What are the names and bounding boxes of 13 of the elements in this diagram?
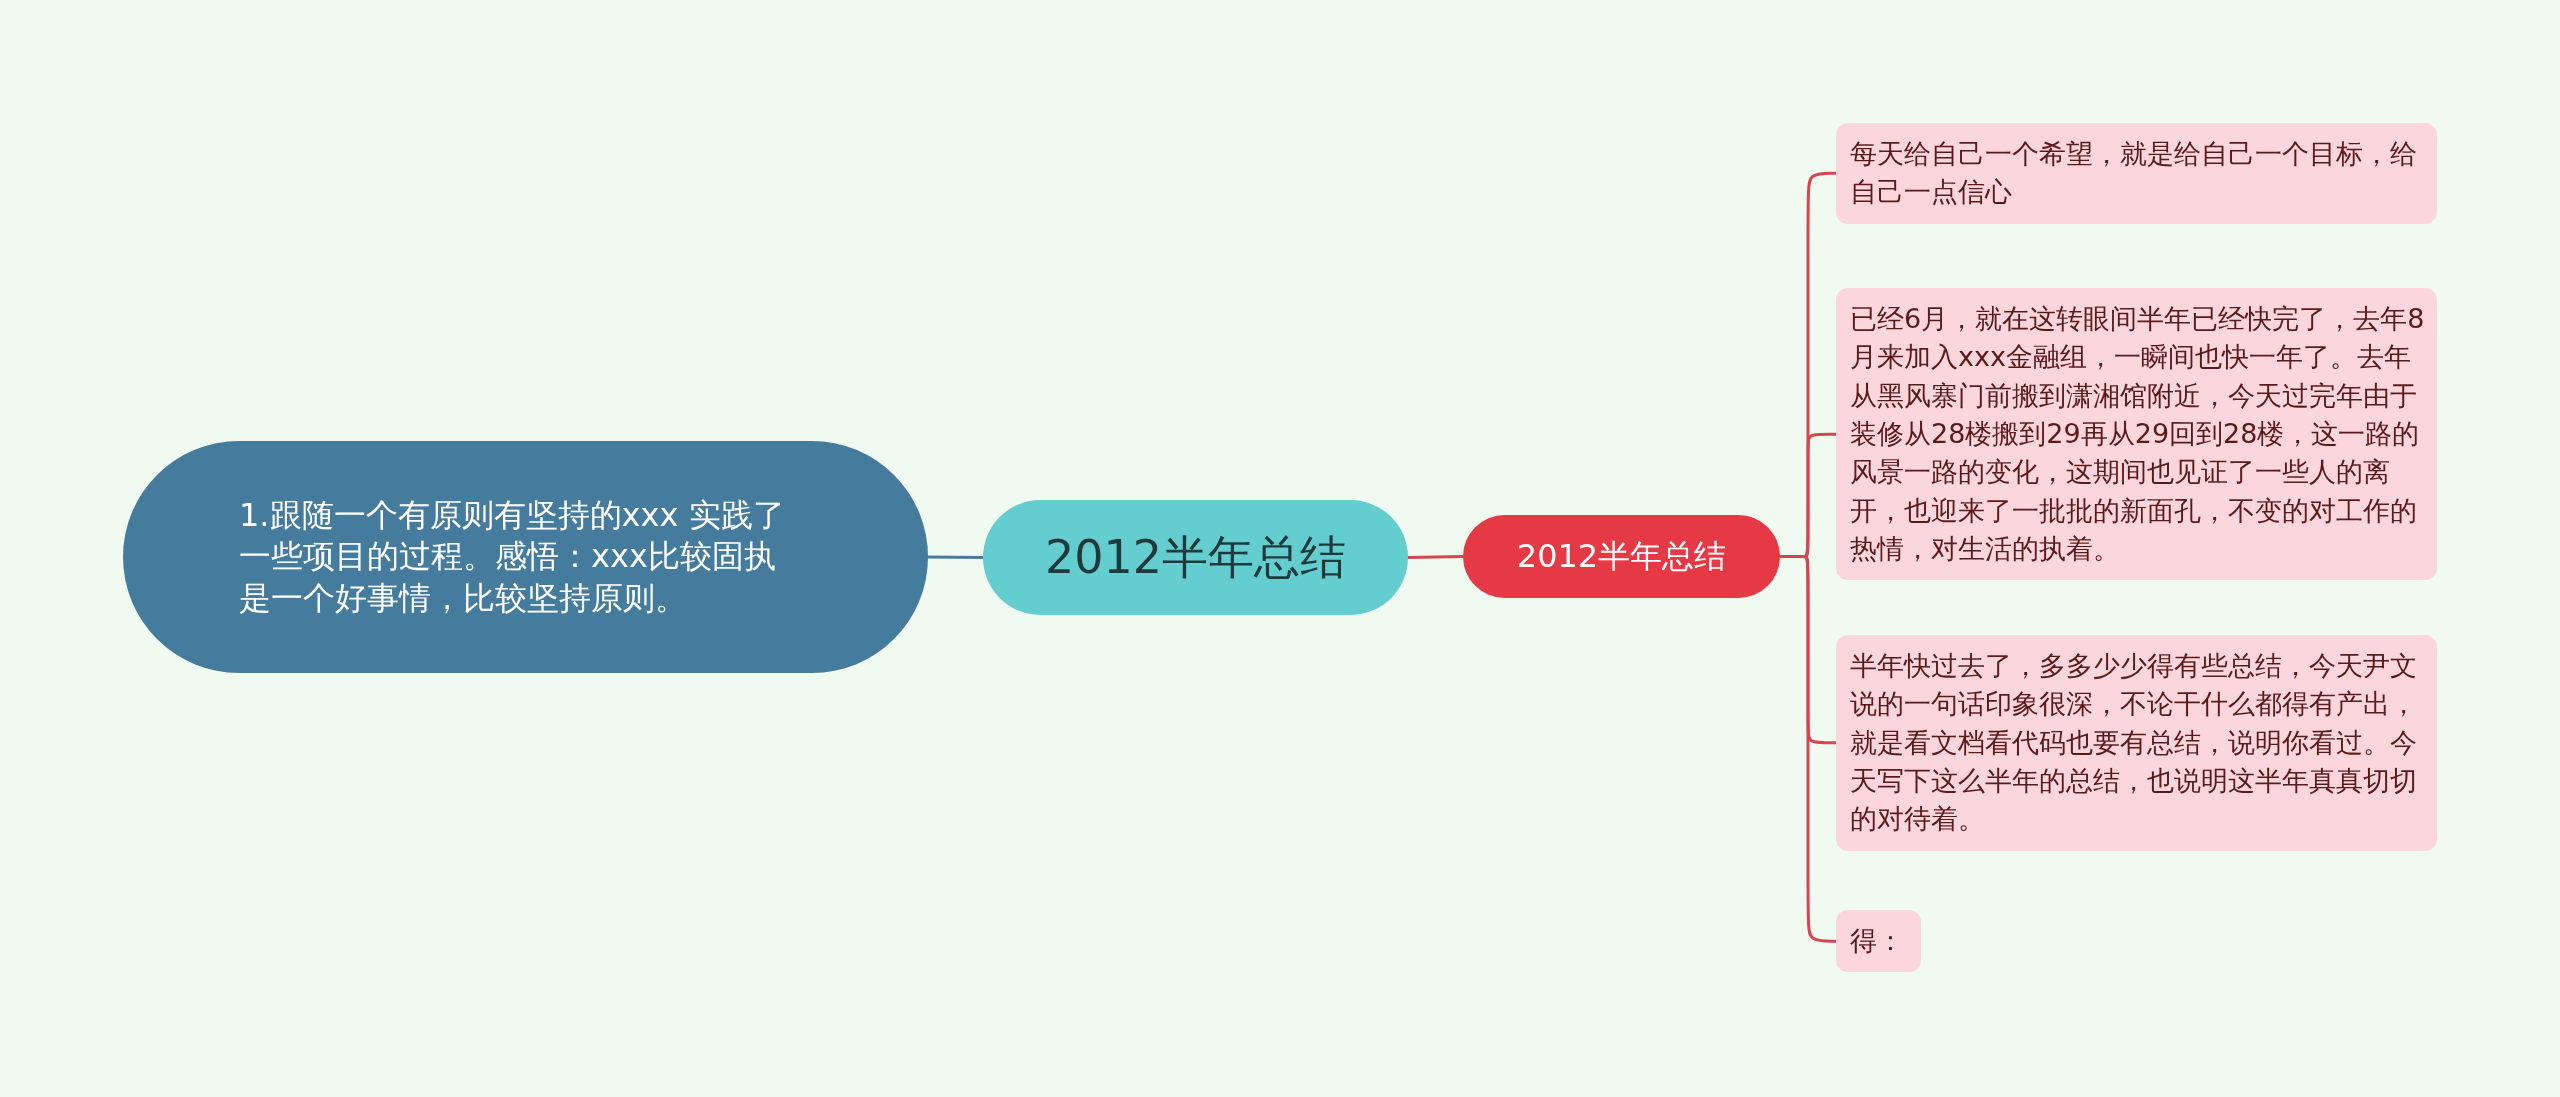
topic-text: 2012半年总结 — [1516, 535, 1727, 577]
topic-text: 半年快过去了，多多少少得有些总结，今天尹文说的一句话印象很深，不论干什么都得有产出，就是看文档看代码也要有总结，说明你看过。今天写下这么半年的总结，也说明这半年真真切切的对待着。 — [1850, 649, 2418, 837]
connector-line — [928, 555, 983, 559]
note-card — [1836, 635, 2437, 851]
connector-line — [1780, 555, 1836, 943]
topic-text: 得： — [1850, 924, 1904, 958]
note-card — [1836, 910, 1921, 973]
topic-text: 2012半年总结 — [1044, 528, 1347, 586]
topic-text: 1.跟随一个有原则有坚持的xxx 实践了一些项目的过程。感悟：xxx比较固执是一个好事情，比较坚持原则。 — [239, 494, 786, 619]
topic-text: 每天给自己一个希望，就是给自己一个目标，给自己一点信心 — [1850, 137, 2418, 210]
note-card — [1836, 123, 2437, 224]
connector-line — [1407, 555, 1464, 559]
topic-text: 已经6月，就在这转眼间半年已经快完了，去年8月来加入xxx金融组，一瞬间也快一年了。去年从黑风寨门前搬到潇湘馆附近，今天过完年由于装修从28楼搬到29再从29回到28楼，这一路的风景一路的变化，这期间也见证了一些人的离开，也迎来了一批批的新面孔，不变的对工作的热情，对生活的执着。 — [1850, 302, 2425, 566]
